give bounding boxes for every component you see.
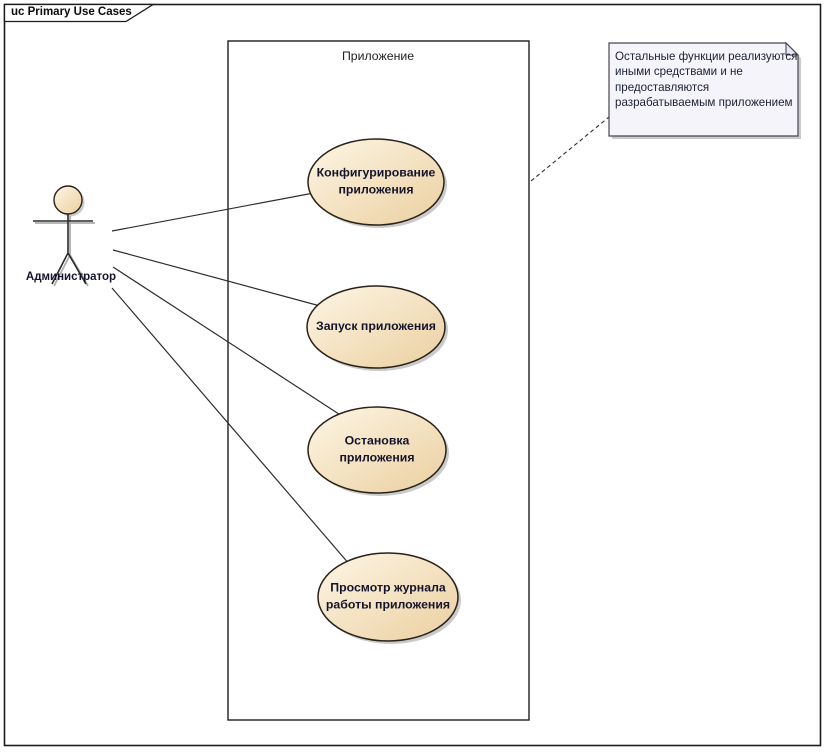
diagram-frame-border: [3, 3, 822, 747]
use-case-label-configure: Конфигурирование приложения: [316, 165, 436, 197]
frame-title: uc Primary Use Cases: [11, 6, 132, 18]
use-case-ellipse-view-log[interactable]: [317, 552, 459, 642]
system-boundary-box[interactable]: [227, 40, 530, 721]
actor-head-icon: [53, 185, 83, 215]
use-case-label-stop: Остановка приложения: [339, 433, 415, 465]
use-case-label-view-log: Просмотр журнала работы приложения: [325, 580, 451, 612]
use-case-ellipse-start[interactable]: [306, 285, 446, 369]
actor-label: Администратор: [25, 271, 117, 283]
actor-figure[interactable]: [33, 185, 95, 287]
use-case-ellipse-configure[interactable]: [307, 138, 445, 226]
association-start[interactable]: [112, 249, 336, 311]
association-configure[interactable]: [111, 188, 336, 232]
note-fold-corner-icon: [785, 41, 800, 56]
note-text: Остальные функции реализуются иными сред…: [615, 50, 798, 109]
use-case-label-start: Запуск приложения: [316, 318, 436, 333]
use-case-ellipse-stop[interactable]: [307, 406, 447, 494]
note-body[interactable]: [608, 42, 799, 137]
system-boundary-label: Приложение: [341, 49, 415, 63]
note-anchor-link[interactable]: [530, 116, 610, 182]
association-view-log[interactable]: [111, 287, 351, 566]
association-stop[interactable]: [112, 266, 346, 419]
actor-limbs: [33, 214, 93, 285]
frame-title-pentagon[interactable]: [3, 3, 156, 23]
actor-limbs-shadow: [35, 216, 95, 287]
